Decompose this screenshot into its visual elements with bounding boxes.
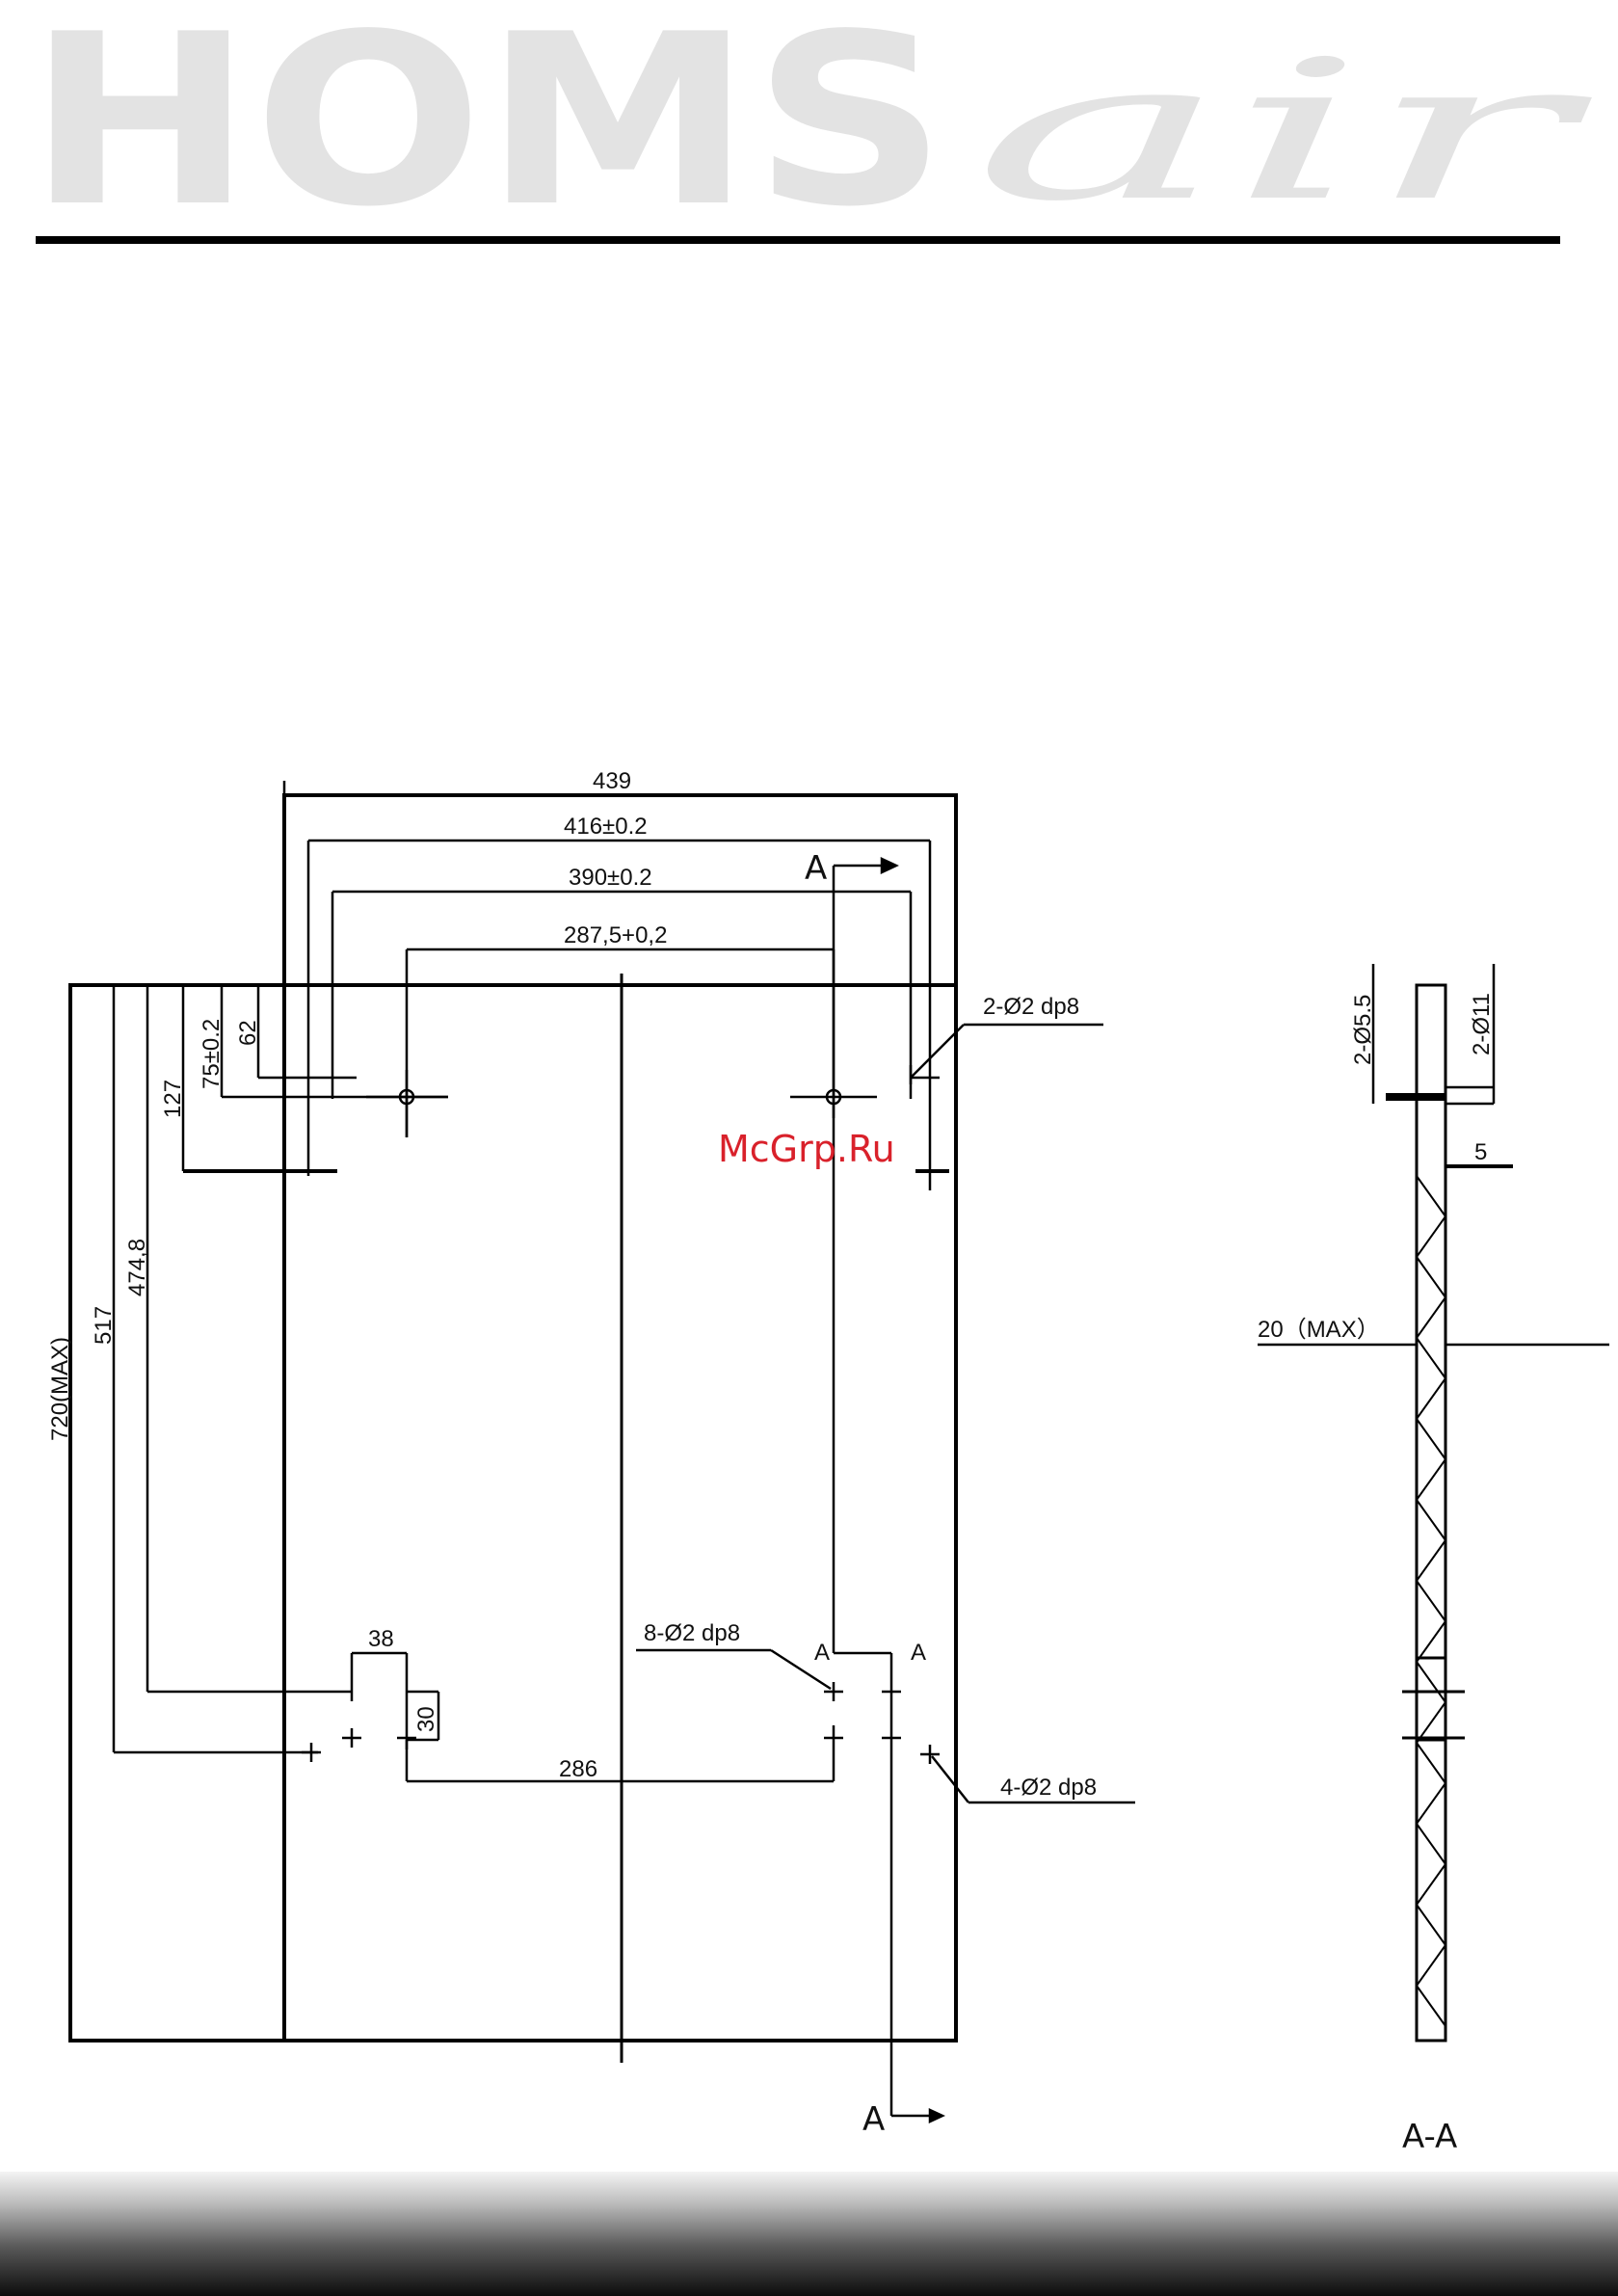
label-hole-top: 2-Ø2 dp8 [983, 994, 1079, 1020]
dim-720: 720(MAX) [47, 1337, 73, 1441]
section-marker-mid-left: A [814, 1640, 830, 1666]
section-dim-20: 20（MAX） [1258, 1317, 1380, 1343]
dim-75: 75±0.2 [199, 1019, 225, 1089]
watermark-text: McGrp.Ru [718, 1128, 895, 1170]
section-marker-top: A [805, 849, 827, 888]
dim-416: 416±0.2 [564, 814, 648, 840]
dim-287: 287,5+0,2 [564, 922, 667, 948]
dim-286: 286 [559, 1756, 597, 1782]
section-dim-55: 2-Ø5.5 [1350, 995, 1376, 1065]
dim-474: 474,8 [124, 1239, 150, 1296]
section-dim-5: 5 [1474, 1139, 1487, 1165]
label-hole-low: 4-Ø2 dp8 [1000, 1775, 1097, 1801]
dim-62: 62 [235, 1020, 261, 1046]
panel-outline [70, 795, 956, 2063]
dim-38: 38 [368, 1626, 394, 1652]
section-title: A-A [1402, 2118, 1457, 2156]
dim-439: 439 [593, 768, 631, 794]
section-marker-bottom: A [862, 2100, 885, 2139]
dim-517: 517 [91, 1306, 117, 1345]
section-line-a [834, 859, 942, 2122]
dim-390: 390±0.2 [569, 865, 652, 891]
section-marker-mid-right: A [911, 1640, 926, 1666]
section-dim-11: 2-Ø11 [1469, 993, 1495, 1055]
dim-127: 127 [160, 1080, 186, 1118]
footer-band [0, 2172, 1618, 2296]
label-hole-mid: 8-Ø2 dp8 [644, 1620, 740, 1646]
dim-30: 30 [413, 1706, 439, 1732]
section-view [1258, 964, 1609, 2041]
